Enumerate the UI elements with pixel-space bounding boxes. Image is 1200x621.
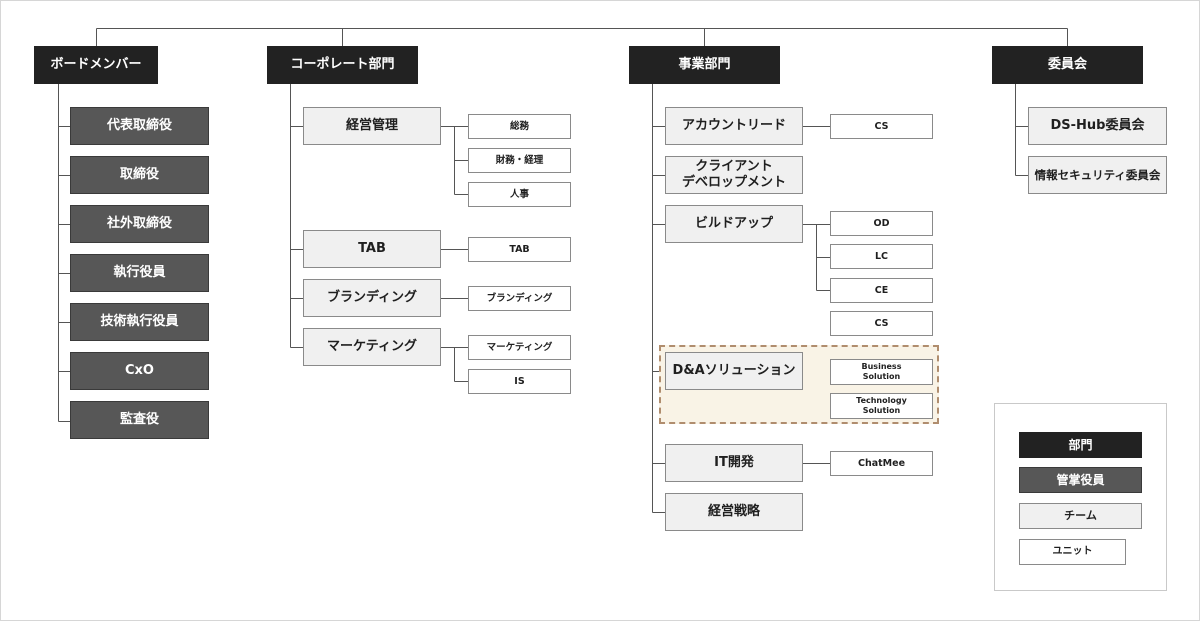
team-da-solution: D&Aソリューション	[665, 352, 803, 390]
board-technical-executive: 技術執行役員	[70, 303, 209, 341]
unit-marketing: マーケティング	[468, 335, 571, 360]
dept-board: ボードメンバー	[34, 46, 158, 84]
unit-buildup-cs: CS	[830, 311, 933, 336]
team-it-development: IT開発	[665, 444, 803, 482]
board-cxo: CxO	[70, 352, 209, 390]
committee-ds-hub: DS-Hub委員会	[1028, 107, 1167, 145]
unit-finance: 財務・経理	[468, 148, 571, 173]
dept-committee: 委員会	[992, 46, 1143, 84]
unit-general-affairs: 総務	[468, 114, 571, 139]
legend-dept: 部門	[1019, 432, 1142, 458]
unit-business-solution: Business Solution	[830, 359, 933, 385]
unit-ce: CE	[830, 278, 933, 303]
board-auditor: 監査役	[70, 401, 209, 439]
unit-hr: 人事	[468, 182, 571, 207]
board-executive-officer: 執行役員	[70, 254, 209, 292]
board-ceo: 代表取締役	[70, 107, 209, 145]
team-strategy: 経営戦略	[665, 493, 803, 531]
unit-lc: LC	[830, 244, 933, 269]
team-tab: TAB	[303, 230, 441, 268]
unit-chatmee: ChatMee	[830, 451, 933, 476]
committee-info-security: 情報セキュリティ委員会	[1028, 156, 1167, 194]
team-buildup: ビルドアップ	[665, 205, 803, 243]
unit-tab: TAB	[468, 237, 571, 262]
team-account-lead: アカウントリード	[665, 107, 803, 145]
unit-od: OD	[830, 211, 933, 236]
team-client-development: クライアント デベロップメント	[665, 156, 803, 194]
board-outside-director: 社外取締役	[70, 205, 209, 243]
unit-branding: ブランディング	[468, 286, 571, 311]
team-marketing: マーケティング	[303, 328, 441, 366]
unit-account-cs: CS	[830, 114, 933, 139]
unit-technology-solution: Technology Solution	[830, 393, 933, 419]
legend: 部門 管掌役員 チーム ユニット	[994, 403, 1167, 591]
legend-team: チーム	[1019, 503, 1142, 529]
legend-unit: ユニット	[1019, 539, 1126, 565]
dept-business: 事業部門	[629, 46, 780, 84]
team-branding: ブランディング	[303, 279, 441, 317]
team-management: 経営管理	[303, 107, 441, 145]
dept-corporate: コーポレート部門	[267, 46, 418, 84]
legend-officer: 管掌役員	[1019, 467, 1142, 493]
board-director: 取締役	[70, 156, 209, 194]
unit-is: IS	[468, 369, 571, 394]
